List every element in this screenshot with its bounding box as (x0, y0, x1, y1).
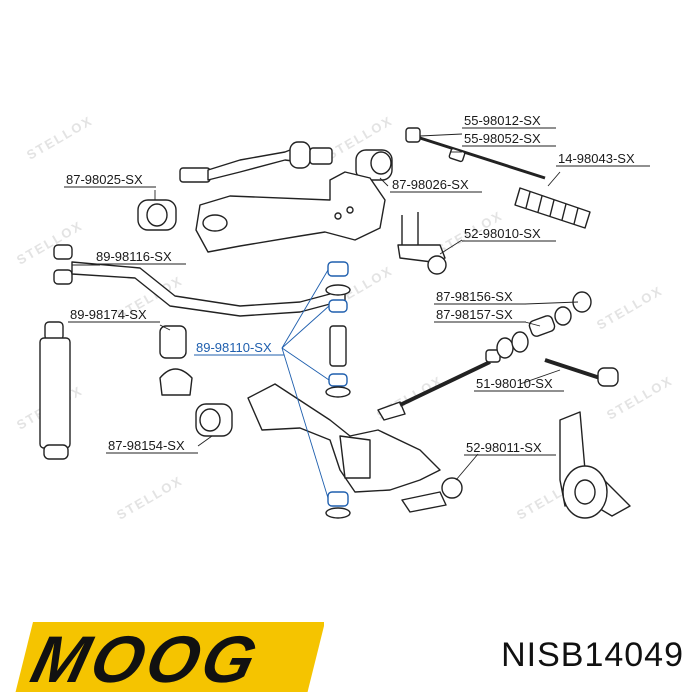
part-label: 52-98011-SX (466, 440, 542, 455)
ball-joint-lower (401, 477, 463, 513)
part-label: 89-98116-SX (96, 249, 172, 264)
stabilizer-bushing (159, 325, 193, 396)
moog-logo: MOOG (15, 622, 324, 697)
part-label: 52-98010-SX (464, 226, 541, 241)
part-label: 87-98026-SX (392, 177, 469, 192)
lower-control-arm (247, 383, 441, 493)
upper-control-arm (195, 171, 386, 253)
steering-knuckle (559, 411, 631, 519)
logo-text: MOOG (24, 623, 267, 697)
bushing-upper-right (355, 149, 393, 181)
bushing-lower (195, 403, 233, 437)
bushing-upper-left (137, 199, 177, 231)
tie-rod-end (544, 358, 619, 387)
part-label: 55-98052-SX (464, 131, 541, 146)
upper-arm-shaft (179, 141, 333, 183)
part-label: 89-98174-SX (70, 307, 147, 322)
part-label: 87-98156-SX (436, 289, 513, 304)
watermark: STELLOX (594, 283, 666, 333)
watermark: STELLOX (14, 218, 86, 268)
ball-joint-upper (397, 212, 447, 275)
part-label: 51-98010-SX (476, 376, 553, 391)
leader-lines (72, 133, 579, 499)
part-label: 55-98012-SX (464, 113, 541, 128)
watermark: STELLOX (24, 113, 96, 163)
strut-bushings (496, 291, 592, 359)
watermark: STELLOX (114, 473, 186, 523)
part-label: 87-98157-SX (436, 307, 513, 322)
strut-rod (377, 349, 501, 421)
part-label: 14-98043-SX (558, 151, 635, 166)
part-labels: 55-98012-SX 55-98052-SX 14-98043-SX 87-9… (64, 113, 650, 456)
logo-backdrop (15, 622, 324, 692)
part-label: 87-98154-SX (108, 438, 185, 453)
stabilizer-link-stack (325, 261, 351, 519)
suspension-exploded-diagram: STELLOX STELLOX STELLOX STELLOX STELLOX … (14, 113, 676, 523)
part-number: NISB14049 (501, 636, 684, 674)
highlight-leaders (281, 269, 330, 499)
steering-boot (514, 187, 591, 229)
part-label-highlighted: 89-98110-SX (196, 340, 272, 355)
parts-drawing (39, 127, 631, 519)
part-label: 87-98025-SX (66, 172, 143, 187)
shock-absorber (39, 321, 71, 460)
